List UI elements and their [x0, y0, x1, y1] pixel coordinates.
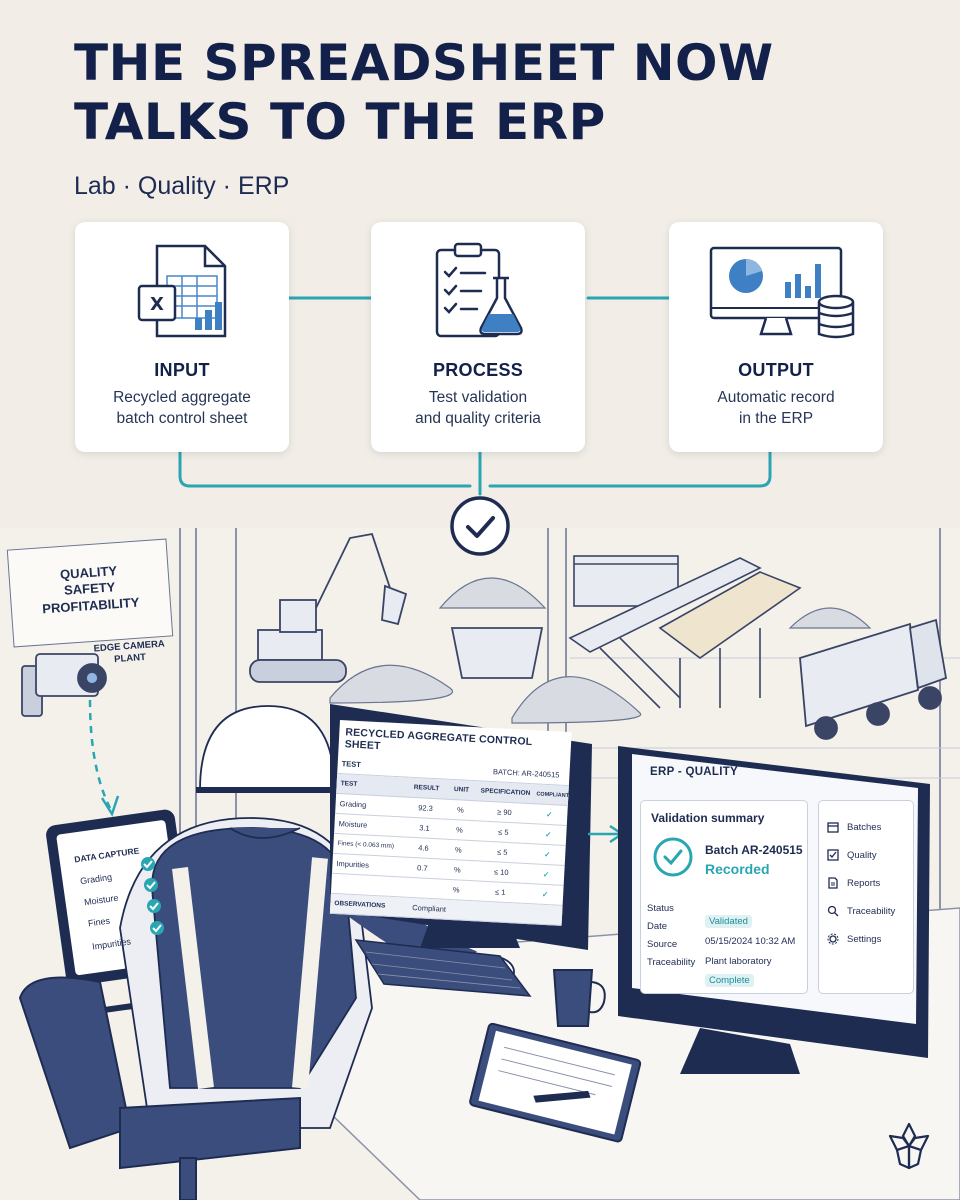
- subtitle: Lab · Quality · ERP: [74, 172, 290, 200]
- nav-item-label: Traceability: [847, 905, 896, 917]
- nav-item-reports[interactable]: Reports: [827, 877, 880, 889]
- sheet-observations-value: Compliant: [412, 903, 447, 914]
- sheet-cell: 0.7: [416, 863, 428, 873]
- sheet-cell: %: [456, 805, 465, 815]
- step-title-output: OUTPUT: [738, 360, 814, 380]
- nav-item-label: Settings: [847, 933, 882, 945]
- sheet-cell: ≤ 5: [496, 847, 508, 857]
- step-desc-line: Test validation: [428, 389, 528, 406]
- control-sheet-screen: RECYCLED AGGREGATE CONTROL SHEET TEST BA…: [329, 720, 572, 926]
- step-card-output: OUTPUT Automatic record in the ERP: [669, 222, 883, 452]
- sheet-cell: 92.3: [417, 803, 434, 813]
- title-line-2: TALKS TO THE ERP: [74, 93, 606, 151]
- sheet-cell: Grading: [339, 799, 367, 810]
- step-title-input: INPUT: [154, 360, 210, 380]
- spreadsheet-icon: X: [137, 244, 227, 338]
- step-desc-line: Automatic record: [717, 389, 835, 406]
- erp-field-value: 05/15/2024 10:32 AM: [705, 936, 796, 947]
- check-circle-icon: [653, 837, 693, 877]
- step-desc-input: Recycled aggregate batch control sheet: [75, 387, 289, 430]
- erp-quality-screen: ERP - QUALITY Validation summary Batch A…: [628, 752, 924, 1032]
- camera-label: EDGE CAMERA PLANT: [93, 639, 166, 668]
- svg-text:X: X: [150, 294, 164, 315]
- erp-field-label: Traceability: [647, 957, 696, 968]
- nav-item-label: Reports: [847, 877, 881, 889]
- sheet-cell: ≤ 5: [497, 827, 509, 837]
- nav-item-label: Quality: [847, 849, 877, 861]
- sheet-observations-label: OBSERVATIONS: [334, 899, 386, 910]
- box-icon: [827, 822, 839, 833]
- sheet-cell: ≥ 90: [496, 807, 512, 818]
- sheet-cell: [399, 887, 439, 889]
- gear-icon: [827, 933, 839, 945]
- nav-item-traceability[interactable]: Traceability: [827, 905, 895, 917]
- step-title-process: PROCESS: [432, 360, 524, 380]
- step-desc-line: batch control sheet: [116, 410, 248, 428]
- step-desc-line: Recycled aggregate: [113, 389, 251, 406]
- check-icon: ✓: [541, 889, 549, 900]
- sheet-header-cell: UNIT: [453, 786, 470, 794]
- erp-field-label: Status: [647, 903, 674, 914]
- check-icon: ✓: [543, 849, 551, 860]
- title-line-1: THE SPREADSHEET NOW: [74, 34, 774, 92]
- sheet-cell: Moisture: [338, 819, 368, 830]
- wall-sign: QUALITY SAFETY PROFITABILITY: [6, 538, 174, 648]
- nav-item-label: Batches: [847, 821, 882, 833]
- check-icon: ✓: [542, 869, 550, 880]
- erp-field-label: Date: [647, 921, 668, 932]
- sheet-cell: %: [455, 825, 463, 835]
- step-desc-process: Test validation and quality criteria: [371, 387, 585, 430]
- page-title: THE SPREADSHEET NOW TALKS TO THE ERP: [74, 34, 894, 152]
- sheet-cell: 4.6: [417, 843, 429, 853]
- sheet-header-cell: SPECIFICATION: [480, 787, 531, 798]
- nav-item-quality[interactable]: Quality: [827, 849, 877, 861]
- sheet-cell: %: [452, 885, 460, 895]
- sheet-header-cell: RESULT: [413, 783, 440, 793]
- erp-recorded-status: Recorded: [705, 861, 770, 877]
- erp-field-value: Plant laboratory: [705, 956, 772, 967]
- nav-item-batches[interactable]: Batches: [827, 821, 881, 833]
- monitor-database-icon: [709, 246, 855, 339]
- step-desc-output: Automatic record in the ERP: [669, 387, 883, 430]
- step-desc-line: in the ERP: [738, 410, 814, 428]
- step-desc-line: and quality criteria: [415, 410, 541, 428]
- sheet-cell: ≤ 10: [493, 867, 509, 878]
- sheet-header-cell: COMPLIANT: [536, 790, 570, 799]
- sheet-cell: ≤ 1: [494, 887, 506, 897]
- nav-item-settings[interactable]: Settings: [827, 933, 881, 945]
- sheet-cell: 3.1: [419, 823, 430, 833]
- validation-summary-card: Validation summary Batch AR-240515 Recor…: [640, 800, 808, 994]
- sheet-cell: Fines (< 0.063 mm): [337, 840, 395, 850]
- document-icon: [828, 877, 838, 889]
- status-badge: Complete: [705, 974, 754, 987]
- erp-title: ERP - QUALITY: [650, 766, 739, 778]
- erp-batch: Batch AR-240515: [705, 843, 803, 857]
- sheet-cell: Impurities: [336, 859, 370, 870]
- validation-summary-label: Validation summary: [651, 811, 765, 825]
- status-badge: Validated: [705, 915, 752, 928]
- sheet-test-label: TEST: [341, 759, 362, 770]
- checkbox-icon: [827, 849, 839, 861]
- check-icon: ✓: [545, 809, 553, 820]
- tablet-checks: [141, 857, 164, 935]
- sheet-header-cell: TEST: [340, 780, 358, 788]
- sheet-batch: BATCH: AR-240515: [492, 767, 560, 780]
- sheet-cell: %: [454, 845, 462, 855]
- step-card-process: PROCESS Test validation and quality crit…: [371, 222, 585, 452]
- step-card-input: X INPUT Recycled aggregate batch control…: [75, 222, 289, 452]
- clipboard-flask-icon: [435, 242, 523, 338]
- check-icon: ✓: [544, 829, 552, 840]
- check-circle-icon: [450, 496, 510, 556]
- erp-field-label: Source: [647, 939, 678, 950]
- sheet-cell: [331, 883, 399, 887]
- erp-sidebar-nav: Batches Quality Reports Traceability Set…: [818, 800, 914, 994]
- brand-logo-icon: [888, 1122, 930, 1170]
- search-icon: [827, 905, 839, 917]
- sheet-cell: %: [453, 865, 461, 875]
